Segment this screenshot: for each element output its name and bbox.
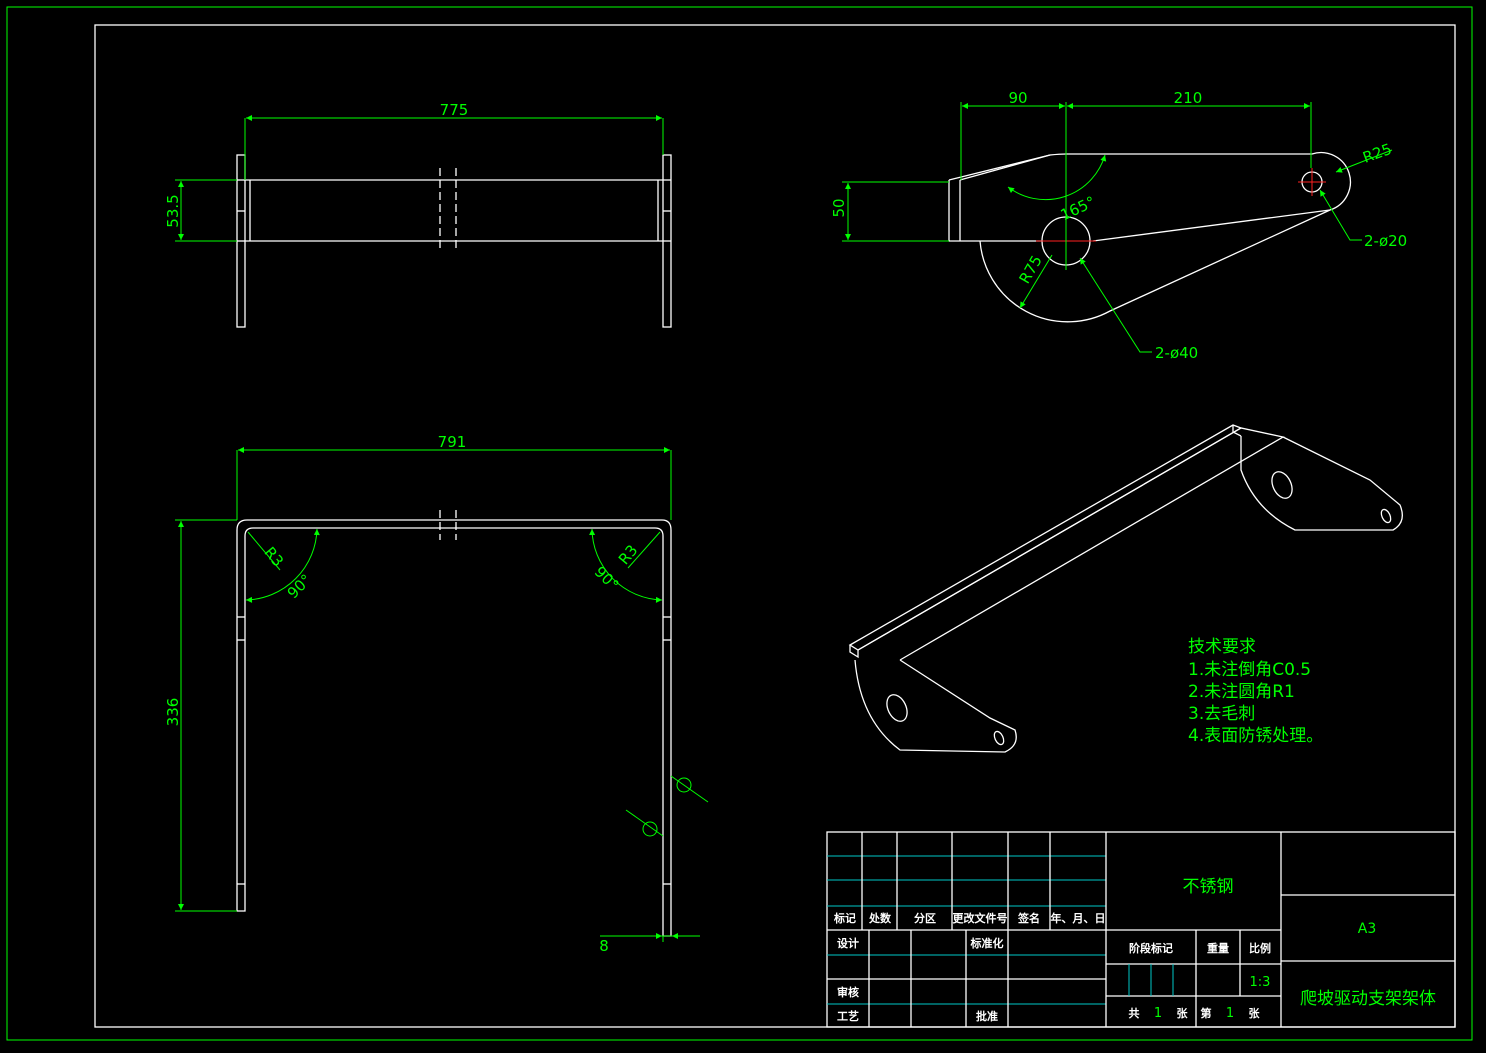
drawing-name: 爬坡驱动支架架体 [1300, 989, 1436, 1009]
front-view: 791 336 R3 R3 90° 90° 8 [164, 433, 709, 955]
sheet-word: 张 [1177, 1006, 1189, 1020]
dim-hole-large: 2-ø40 [1155, 344, 1198, 362]
dim-8: 8 [599, 937, 609, 955]
label-review: 审核 [837, 985, 859, 999]
isometric-view [848, 424, 1403, 753]
side-view: 90 210 50 R25 165° R75 2-ø20 2-ø40 [830, 89, 1407, 362]
dim-336: 336 [164, 698, 182, 727]
label-weight: 重量 [1207, 941, 1229, 955]
dim-r3-left: R3 [261, 543, 288, 570]
dim-90-side: 90 [1008, 89, 1027, 107]
rev-header-zone: 分区 [914, 911, 936, 925]
label-design: 设计 [837, 936, 859, 950]
sheet-no-label: 第 [1201, 1006, 1212, 1020]
dim-775: 775 [440, 101, 469, 119]
technical-requirements: 技术要求 1.未注倒角C0.5 2.未注圆角R1 3.去毛刺 4.表面防锈处理。 [1188, 637, 1323, 746]
tech-item-2: 2.未注圆角R1 [1188, 682, 1295, 702]
top-view: 775 53.5 [164, 101, 672, 328]
dim-53-5: 53.5 [164, 194, 182, 227]
sheet-word-2: 张 [1249, 1006, 1261, 1020]
rev-header-mark: 标记 [833, 911, 856, 925]
material: 不锈钢 [1183, 877, 1234, 897]
paper-size: A3 [1358, 921, 1376, 937]
dim-210: 210 [1174, 89, 1203, 107]
dim-hole-small: 2-ø20 [1364, 232, 1407, 250]
rev-header-count: 处数 [868, 911, 892, 925]
label-approve: 批准 [976, 1009, 998, 1023]
sheet-total-label: 共 [1129, 1006, 1140, 1020]
rev-header-sign: 签名 [1017, 911, 1040, 925]
dim-r25: R25 [1360, 140, 1394, 167]
dim-r3-right: R3 [615, 541, 642, 568]
dim-r75: R75 [1015, 252, 1045, 287]
inner-border [94, 24, 1456, 1028]
label-process: 工艺 [837, 1009, 859, 1023]
label-stage: 阶段标记 [1129, 941, 1173, 955]
title-block: 标记 处数 分区 更改文件号 签名 年、月、日 设计 标准化 审核 工艺 批准 … [826, 831, 1456, 1028]
dim-791: 791 [438, 433, 467, 451]
dim-50: 50 [830, 198, 848, 217]
tech-title: 技术要求 [1188, 637, 1256, 657]
tech-item-1: 1.未注倒角C0.5 [1188, 660, 1311, 680]
scale-value: 1:3 [1250, 975, 1271, 990]
dim-90-right: 90° [591, 563, 623, 595]
dim-90-left: 90° [284, 571, 316, 603]
label-standardization: 标准化 [970, 936, 1004, 950]
label-scale: 比例 [1249, 941, 1271, 955]
rev-header-doc: 更改文件号 [953, 911, 1008, 925]
rev-header-date: 年、月、日 [1051, 911, 1106, 925]
tech-item-4: 4.表面防锈处理。 [1188, 726, 1323, 746]
outer-border [6, 6, 1473, 1041]
sheet-no: 1 [1226, 1006, 1234, 1021]
sheet-total: 1 [1154, 1006, 1162, 1021]
tech-item-3: 3.去毛刺 [1188, 704, 1255, 724]
